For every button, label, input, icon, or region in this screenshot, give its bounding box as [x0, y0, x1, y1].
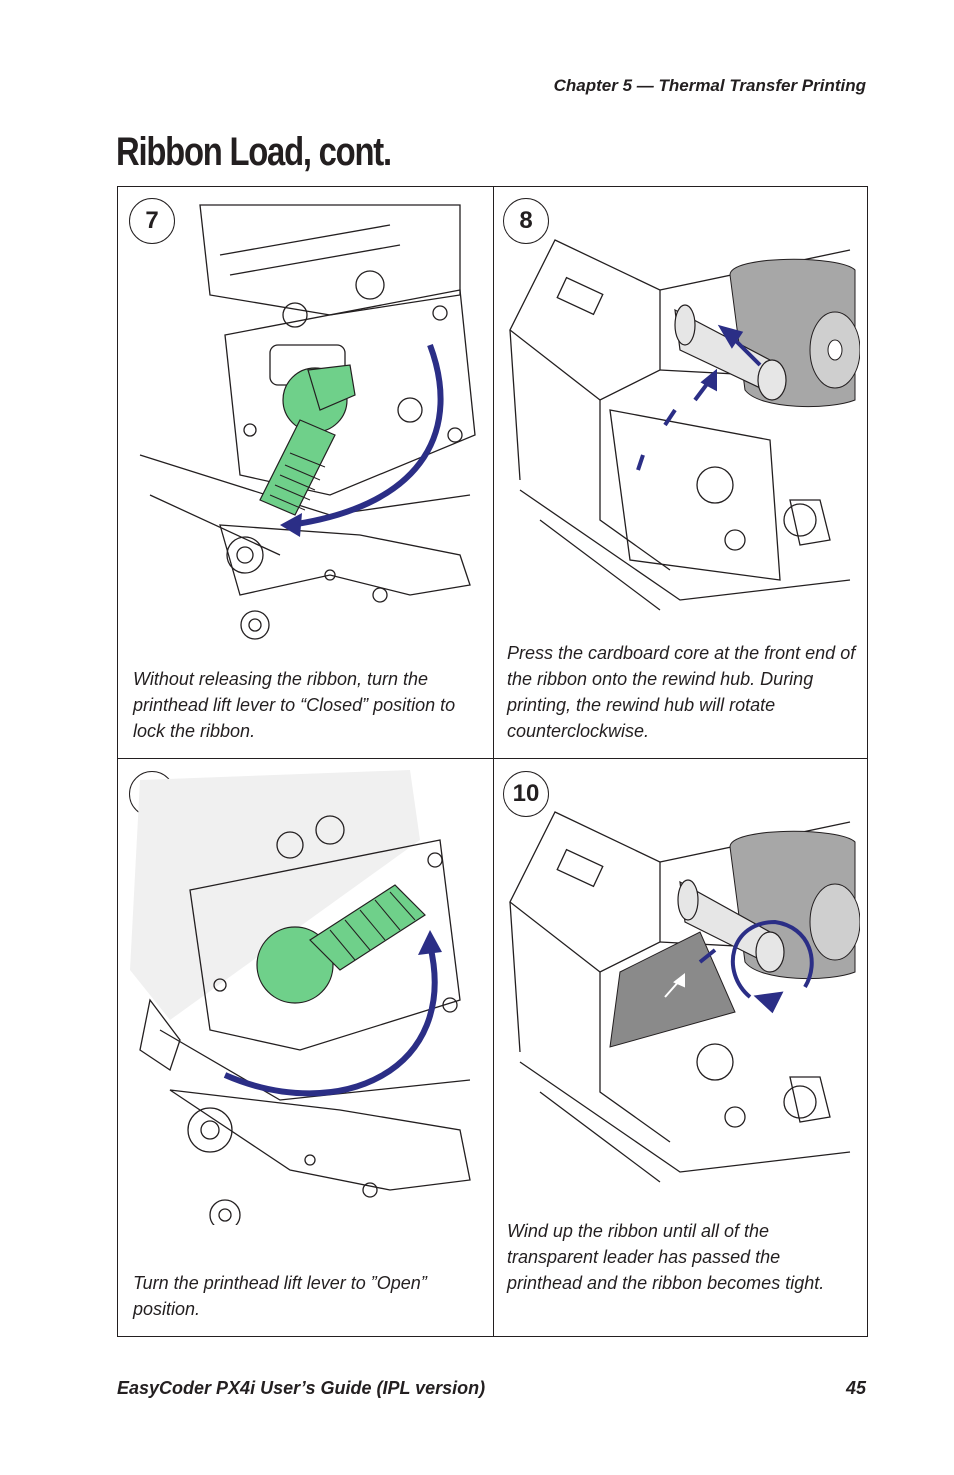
step-7-caption: Without releasing the ribbon, turn the p… — [133, 669, 456, 741]
footer-page-number: 45 — [845, 1378, 866, 1398]
step-number-8: 8 — [503, 198, 549, 244]
page-title: Ribbon Load, cont. — [116, 130, 392, 174]
step-number-7: 7 — [129, 198, 175, 244]
rewind-hub-illustration — [509, 239, 860, 611]
step-8-caption: Press the cardboard core at the front en… — [507, 643, 856, 741]
grid-divider-vertical — [493, 186, 494, 1337]
ribbon-wind-up-illustration — [509, 811, 860, 1183]
printhead-lever-open-illustration — [130, 770, 471, 1225]
chapter-header: Chapter 5 — Thermal Transfer Printing — [553, 76, 866, 95]
footer-guide-title: EasyCoder PX4i User’s Guide (IPL version… — [117, 1378, 486, 1398]
steps-grid — [117, 186, 868, 1337]
grid-divider-horizontal — [117, 758, 868, 759]
step-number-10: 10 — [503, 771, 549, 817]
step-9-caption: Turn the printhead lift lever to ”Open” … — [133, 1273, 427, 1319]
step-10-caption: Wind up the ribbon until all of the tran… — [507, 1221, 825, 1293]
printhead-lever-closed-illustration — [139, 204, 476, 640]
